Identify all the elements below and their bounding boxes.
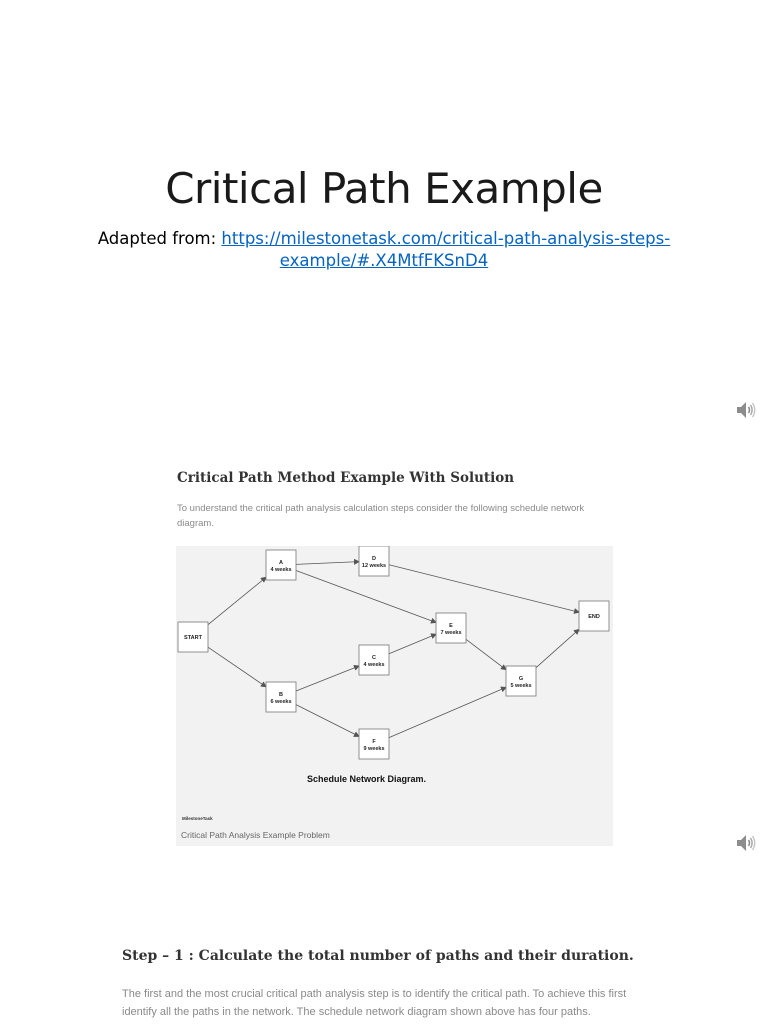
edge-g-end <box>535 628 580 668</box>
article-screenshot: Critical Path Method Example With Soluti… <box>170 460 613 846</box>
node-b: B6 weeks <box>265 681 297 713</box>
node-start: START <box>177 621 209 653</box>
source-attribution: Adapted from: https://milestonetask.com/… <box>0 228 768 272</box>
node-name: START <box>184 635 203 641</box>
node-box <box>358 728 390 760</box>
node-name: A <box>279 560 283 566</box>
edge-c-e <box>388 633 437 655</box>
node-e: E7 weeks <box>435 612 467 644</box>
node-name: B <box>279 692 283 698</box>
node-duration: 6 weeks <box>270 699 291 705</box>
node-end: END <box>578 600 610 632</box>
node-box <box>435 612 467 644</box>
node-c: C4 weeks <box>358 644 390 676</box>
source-link-line-2: example/#.X4MtfFKSnD4 <box>279 251 489 270</box>
node-name: E <box>449 623 453 629</box>
step-heading: Step – 1 : Calculate the total number of… <box>122 948 634 964</box>
adapted-from-label: Adapted from: <box>97 229 222 248</box>
node-name: END <box>588 614 600 620</box>
node-duration: 4 weeks <box>270 567 291 573</box>
speaker-icon[interactable] <box>735 832 757 854</box>
node-box <box>358 644 390 676</box>
edge-start-a <box>207 576 267 626</box>
speaker-icon[interactable] <box>735 399 757 421</box>
node-name: F <box>372 739 376 745</box>
slide-title: Critical Path Example <box>165 164 603 213</box>
node-box <box>177 621 209 653</box>
node-d: D12 weeks <box>358 546 390 577</box>
node-name: C <box>372 655 376 661</box>
brand-mark: MilestoneTask <box>182 816 213 821</box>
node-box <box>265 681 297 713</box>
edge-d-end <box>388 564 580 614</box>
edge-e-g <box>465 639 507 671</box>
diagram-caption: Schedule Network Diagram. <box>307 774 427 784</box>
node-f: F9 weeks <box>358 728 390 760</box>
node-duration: 7 weeks <box>440 630 461 636</box>
source-link-line-1: https://milestonetask.com/critical-path-… <box>221 229 671 248</box>
figure-caption: Critical Path Analysis Example Problem <box>181 830 330 840</box>
node-duration: 12 weeks <box>362 563 386 569</box>
edge-b-c <box>295 665 360 692</box>
edge-f-g <box>388 686 507 738</box>
node-duration: 4 weeks <box>363 662 384 668</box>
node-name: G <box>519 676 523 682</box>
node-duration: 9 weeks <box>363 746 384 752</box>
node-box <box>505 665 537 697</box>
step-text: The first and the most crucial critical … <box>122 988 627 1018</box>
node-g: G5 weeks <box>505 665 537 697</box>
node-box <box>578 600 610 632</box>
node-box <box>265 549 297 581</box>
article-intro: To understand the critical path analysis… <box>177 503 585 529</box>
node-name: D <box>372 556 376 562</box>
node-duration: 5 weeks <box>510 683 531 689</box>
edge-b-f <box>295 704 360 737</box>
edge-start-b <box>207 646 267 688</box>
article-heading: Critical Path Method Example With Soluti… <box>177 470 515 486</box>
edge-a-e <box>295 570 437 624</box>
node-box <box>358 546 390 577</box>
node-a: A4 weeks <box>265 549 297 581</box>
source-link[interactable]: https://milestonetask.com/critical-path-… <box>221 229 670 270</box>
step-section: Step – 1 : Calculate the total number of… <box>110 938 660 1024</box>
edge-a-d <box>295 558 360 565</box>
